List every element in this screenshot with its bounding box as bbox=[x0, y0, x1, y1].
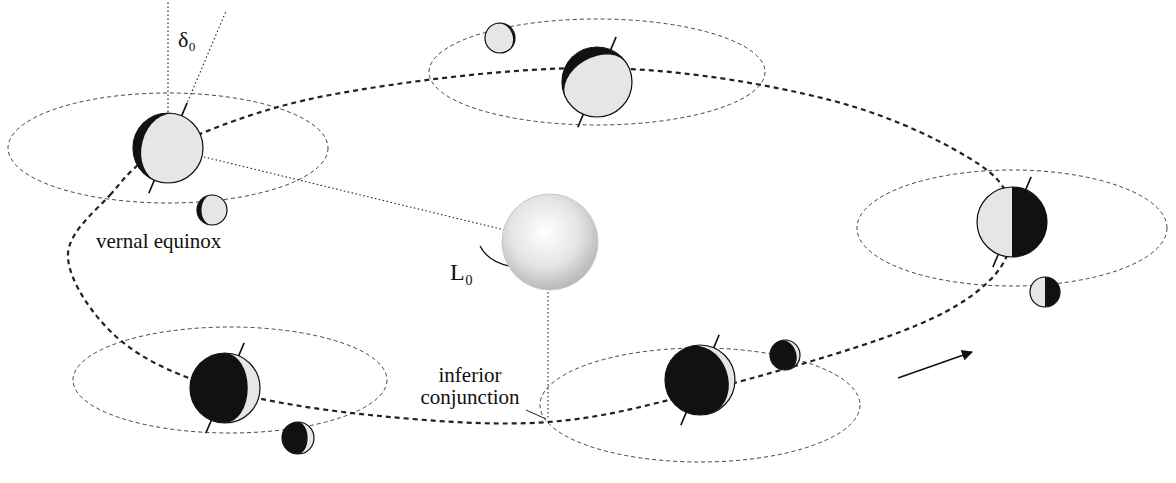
day-side bbox=[977, 187, 1012, 257]
day-side bbox=[481, 20, 517, 58]
night-side bbox=[977, 187, 1047, 257]
night-side bbox=[1030, 277, 1060, 307]
guide-line bbox=[200, 156, 546, 240]
night-side bbox=[770, 340, 800, 370]
day-side bbox=[225, 353, 260, 423]
moon-orbit bbox=[857, 170, 1167, 286]
body-outline bbox=[190, 353, 260, 423]
day-side bbox=[554, 43, 644, 130]
moon bbox=[197, 195, 227, 225]
body-outline bbox=[1030, 277, 1060, 307]
position-label: vernal equinox bbox=[96, 230, 221, 252]
planet bbox=[554, 37, 644, 130]
moon bbox=[282, 422, 314, 454]
planet bbox=[665, 335, 745, 425]
night-side bbox=[282, 422, 314, 454]
planet bbox=[133, 103, 211, 193]
moon bbox=[1030, 277, 1060, 307]
leader-line bbox=[526, 410, 546, 419]
body-outline bbox=[770, 340, 800, 370]
planet bbox=[190, 343, 260, 433]
body-outline bbox=[282, 422, 314, 454]
guide-line bbox=[167, 0, 168, 112]
day-side bbox=[134, 107, 211, 190]
day-side bbox=[688, 335, 745, 413]
day-side bbox=[780, 336, 804, 369]
planet-orbit bbox=[68, 68, 1012, 424]
guide-line bbox=[547, 292, 548, 418]
motion-arrow bbox=[898, 352, 972, 378]
planet bbox=[977, 177, 1047, 267]
moon-orbit bbox=[73, 327, 387, 433]
night-side bbox=[665, 345, 735, 415]
body-outline bbox=[562, 47, 632, 117]
moon bbox=[481, 20, 517, 58]
body-outline bbox=[977, 187, 1047, 257]
night-side bbox=[197, 195, 227, 225]
angle-label: δ₀ bbox=[178, 28, 196, 51]
star bbox=[502, 194, 598, 290]
night-side bbox=[190, 353, 260, 423]
day-side bbox=[1030, 277, 1045, 307]
body-outline bbox=[665, 345, 735, 415]
moon-orbit bbox=[8, 93, 328, 203]
day-side bbox=[298, 422, 314, 454]
angle-label: L₀ bbox=[450, 260, 473, 285]
body-outline bbox=[485, 23, 515, 53]
position-label: inferior conjunction bbox=[412, 364, 528, 408]
body-outline bbox=[197, 195, 227, 225]
moon bbox=[770, 336, 804, 370]
body-outline bbox=[133, 113, 203, 183]
guide-line bbox=[183, 10, 227, 113]
